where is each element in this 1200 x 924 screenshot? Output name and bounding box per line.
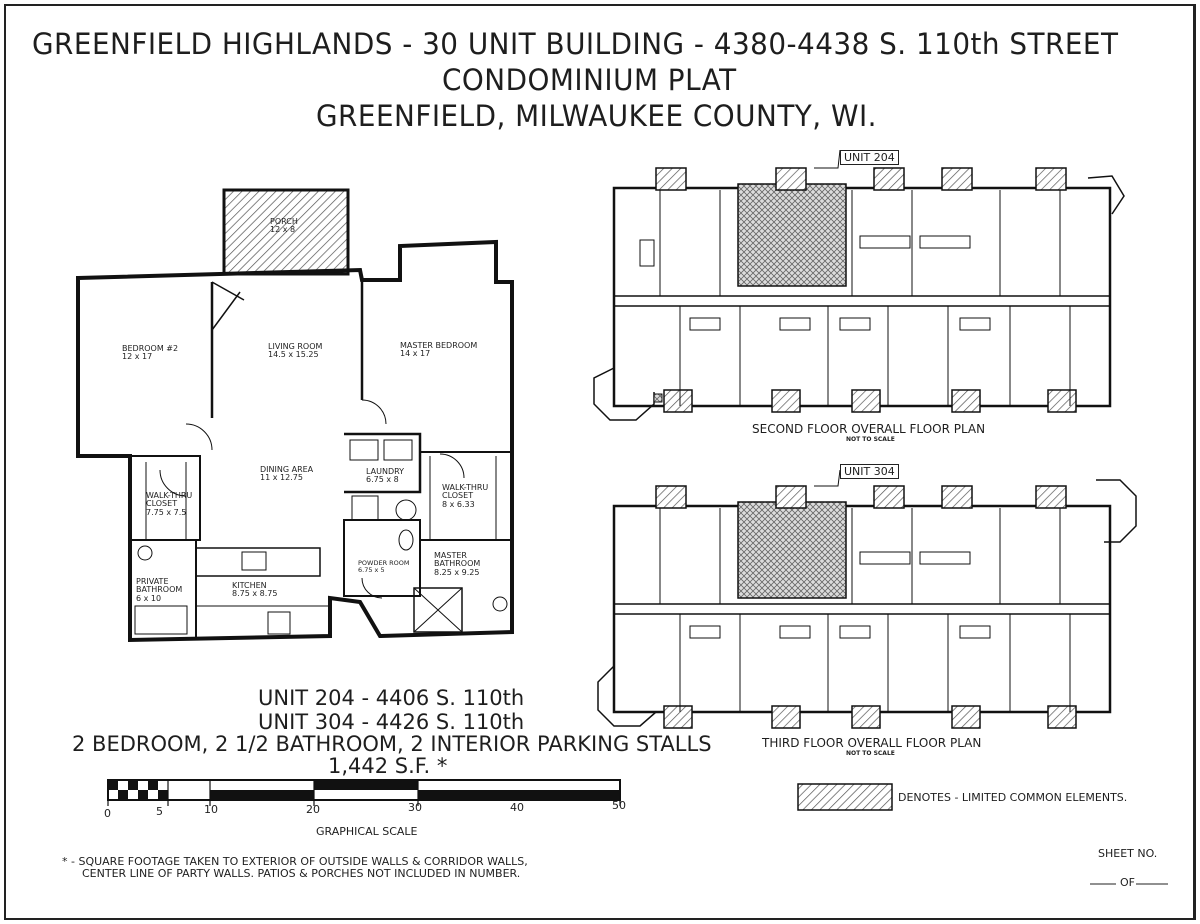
unit-info-line-1: UNIT 204 - 4406 S. 110th [258, 686, 525, 710]
sheet-border [4, 4, 1196, 920]
unit-info-line-3: 2 BEDROOM, 2 1/2 BATHROOM, 2 INTERIOR PA… [72, 732, 712, 756]
title-line-2: CONDOMINIUM PLAT [442, 63, 737, 97]
title-line-1: GREENFIELD HIGHLANDS - 30 UNIT BUILDING … [32, 27, 1119, 61]
scale-label-5: 5 [156, 805, 163, 818]
unit-floor-plan [76, 188, 514, 643]
scale-label-40: 40 [510, 801, 524, 814]
sheet-number-label: SHEET NO. [1098, 847, 1158, 860]
legend-hatch-swatch [797, 783, 893, 811]
unit-outer-wall [76, 239, 514, 643]
third-floor-plan [597, 469, 1137, 729]
graphical-scale-bar [107, 779, 621, 806]
second-floor-plan-title: SECOND FLOOR OVERALL FLOOR PLAN [752, 422, 986, 436]
scale-caption: GRAPHICAL SCALE [316, 825, 418, 838]
second-floor-plan [593, 149, 1125, 421]
porch-area [222, 188, 350, 276]
scale-label-10: 10 [204, 803, 218, 816]
scale-label-20: 20 [306, 803, 320, 816]
scale-label-50: 50 [612, 799, 626, 812]
title-line-3: GREENFIELD, MILWAUKEE COUNTY, WI. [316, 99, 877, 133]
unit-info-line-2: UNIT 304 - 4426 S. 110th [258, 710, 525, 734]
second-floor-not-to-scale: NOT TO SCALE [846, 436, 895, 443]
unit-304-tag: UNIT 304 [840, 464, 899, 479]
footnote-line-1: * - SQUARE FOOTAGE TAKEN TO EXTERIOR OF … [62, 855, 528, 868]
third-floor-plan-title: THIRD FLOOR OVERALL FLOOR PLAN [762, 736, 982, 750]
sheet-of-label: OF [1120, 876, 1135, 889]
footnote-line-2: CENTER LINE OF PARTY WALLS. PATIOS & POR… [82, 867, 521, 880]
unit-info-line-4: 1,442 S.F. * [328, 754, 448, 778]
legend-text: DENOTES - LIMITED COMMON ELEMENTS. [898, 791, 1128, 804]
unit-204-tag: UNIT 204 [840, 150, 899, 165]
scale-label-30: 30 [408, 801, 422, 814]
third-floor-not-to-scale: NOT TO SCALE [846, 750, 895, 757]
scale-label-0: 0 [104, 807, 111, 820]
